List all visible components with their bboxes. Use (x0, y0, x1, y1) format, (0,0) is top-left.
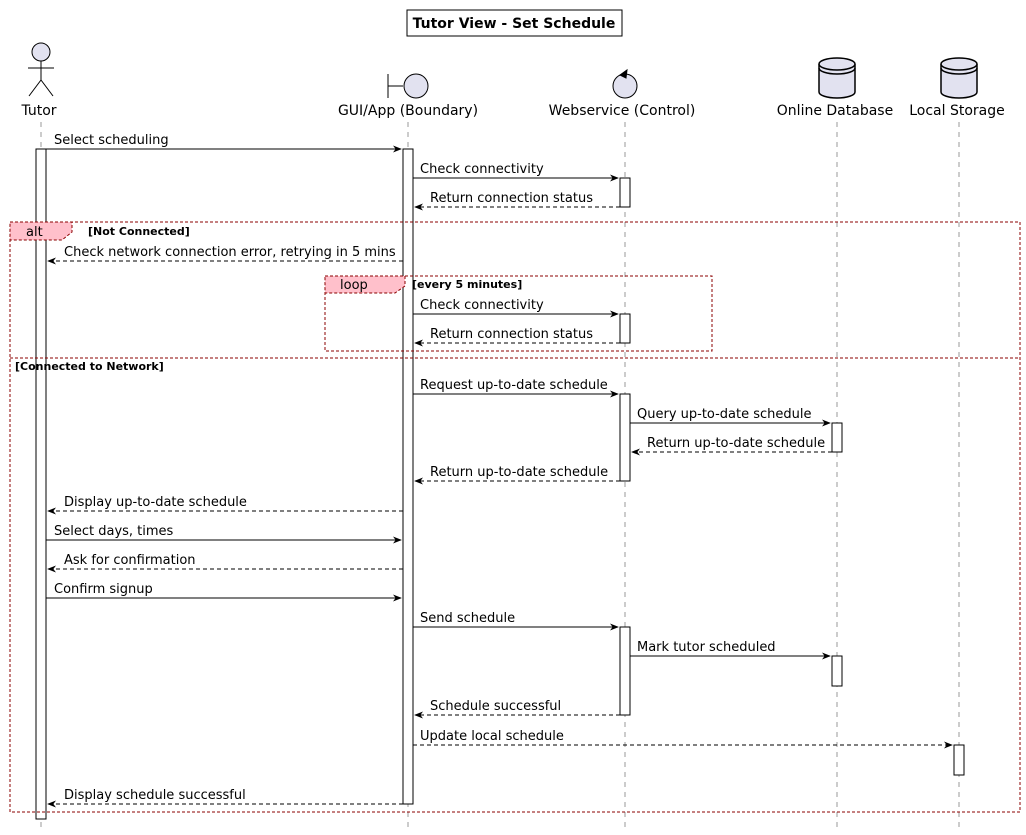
participant-tutor: Tutor (20, 42, 57, 119)
activation-ws (619, 313, 631, 344)
loop-tag: loop (340, 278, 368, 293)
message-label: Request up-to-date schedule (420, 378, 608, 393)
participant-tutor-label: Tutor (20, 103, 56, 119)
alt-fragment: alt [Not Connected] [Connected to Networ… (9, 221, 1021, 813)
message-label: Check network connection error, retrying… (64, 245, 396, 260)
message-label: Return up-to-date schedule (430, 465, 608, 480)
activation-ls (953, 744, 965, 776)
message-label: Display schedule successful (64, 788, 246, 803)
activation-db (831, 422, 843, 453)
activation-ws (619, 393, 631, 482)
alt-tag: alt (26, 225, 43, 240)
database-icon (940, 57, 978, 99)
control-icon (612, 68, 638, 99)
message: Send schedule (413, 611, 619, 631)
message-label: Return connection status (430, 191, 593, 206)
message-label: Return connection status (430, 327, 593, 342)
message-label: Select scheduling (54, 133, 169, 148)
message-label: Return up-to-date schedule (647, 436, 825, 451)
participant-db-label: Online Database (777, 103, 893, 119)
diagram-title: Tutor View - Set Schedule (406, 9, 623, 37)
activation-tutor (35, 148, 47, 820)
activation-db (831, 655, 843, 687)
boundary-icon (387, 73, 429, 99)
message: Schedule successful (414, 699, 620, 719)
message: Display schedule successful (47, 788, 403, 808)
message: Update local schedule (413, 729, 953, 749)
message-label: Display up-to-date schedule (64, 495, 247, 510)
message: Request up-to-date schedule (413, 378, 619, 398)
message-label: Select days, times (54, 524, 174, 539)
message-label: Confirm signup (54, 582, 153, 597)
participant-gui-label: GUI/App (Boundary) (338, 103, 478, 119)
participant-ws: Webservice (Control) (549, 68, 696, 119)
message: Return connection status (414, 191, 620, 211)
title-text: Tutor View - Set Schedule (413, 16, 616, 32)
message-label: Schedule successful (430, 699, 561, 714)
message: Query up-to-date schedule (630, 407, 831, 427)
message: Check connectivity (413, 162, 619, 182)
message: Display up-to-date schedule (47, 495, 403, 515)
activation-bars (35, 148, 965, 820)
activation-ws (619, 177, 631, 208)
message: Check connectivity (413, 298, 619, 318)
alt-condition-2: [Connected to Network] (15, 360, 164, 373)
message-label: Mark tutor scheduled (637, 640, 776, 655)
messages: Select scheduling Check connectivity Ret… (46, 133, 953, 808)
alt-condition-1: [Not Connected] (88, 225, 190, 238)
message: Mark tutor scheduled (630, 640, 831, 660)
participant-db: Online Database (777, 57, 893, 119)
message: Return up-to-date schedule (631, 436, 832, 456)
message-label: Query up-to-date schedule (637, 407, 812, 422)
activation-ws (619, 626, 631, 716)
participant-ls-label: Local Storage (909, 103, 1005, 119)
message: Select days, times (46, 524, 402, 544)
loop-condition: [every 5 minutes] (412, 278, 522, 291)
message: Confirm signup (46, 582, 402, 602)
message: Ask for confirmation (47, 553, 403, 573)
activation-gui (402, 148, 414, 805)
loop-fragment: loop [every 5 minutes] (324, 275, 713, 352)
database-icon (818, 57, 856, 99)
message-label: Check connectivity (420, 162, 544, 177)
message-label: Update local schedule (420, 729, 564, 744)
message: Check network connection error, retrying… (47, 245, 403, 265)
message-label: Ask for confirmation (64, 553, 196, 568)
participant-ls: Local Storage (909, 57, 1005, 119)
actor-icon (28, 42, 54, 97)
message: Return connection status (414, 327, 620, 347)
participant-ws-label: Webservice (Control) (549, 103, 696, 119)
message-label: Send schedule (420, 611, 515, 626)
message: Select scheduling (46, 133, 402, 153)
message-label: Check connectivity (420, 298, 544, 313)
message: Return up-to-date schedule (414, 465, 620, 485)
participant-gui: GUI/App (Boundary) (338, 73, 478, 119)
